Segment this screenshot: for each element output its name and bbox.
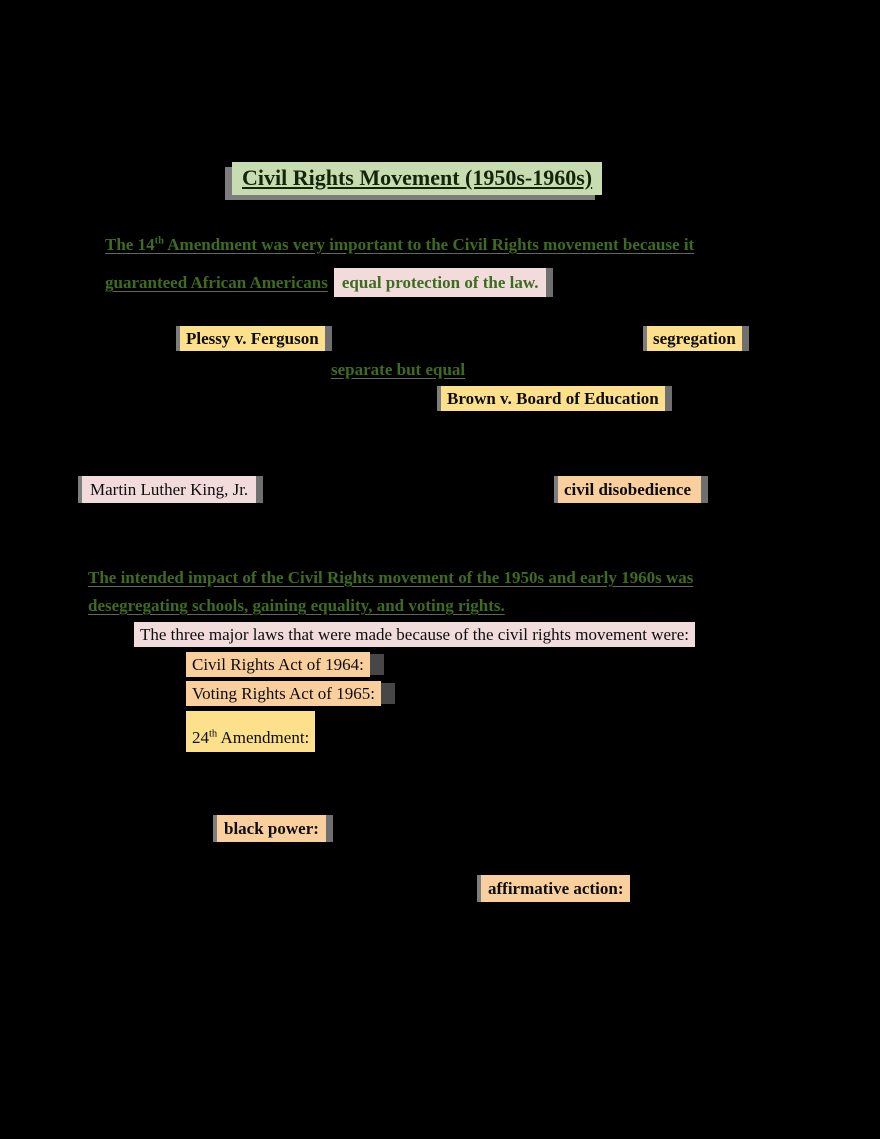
black-power-wrap: black power:	[217, 815, 326, 842]
segregation-highlight-wrap: segregation	[647, 326, 742, 351]
intro-line-2: guaranteed African Americans equal prote…	[105, 268, 547, 297]
black-power-highlight: black power:	[217, 815, 326, 842]
hidden-text-stub	[369, 654, 384, 675]
laws-intro-wrap: The three major laws that were made beca…	[134, 622, 695, 647]
amendment-24-highlight: 24th Amendment:	[186, 711, 316, 752]
brown-v-board-highlight: Brown v. Board of Education	[441, 386, 665, 411]
intro-line-1: The 14th Amendment was very important to…	[105, 234, 694, 255]
civil-rights-act-highlight: Civil Rights Act of 1964:	[186, 652, 370, 677]
civil-rights-act-row: Civil Rights Act of 1964:	[186, 652, 384, 677]
impact-line-2: desegregating schools, gaining equality,…	[88, 596, 505, 615]
title-row: Civil Rights Movement (1950s-1960s)	[232, 162, 603, 195]
civil-disobedience-wrap: civil disobedience	[558, 476, 702, 503]
amendment-24-superscript: th	[209, 728, 218, 740]
affirmative-action-highlight: affirmative action:	[481, 875, 631, 902]
affirmative-action-wrap: affirmative action:	[481, 875, 631, 902]
plessy-v-ferguson-highlight: Plessy v. Ferguson	[180, 326, 325, 351]
voting-rights-act-highlight: Voting Rights Act of 1965:	[186, 681, 381, 706]
mlk-highlight-wrap: Martin Luther King, Jr.	[82, 476, 257, 503]
impact-line-1: The intended impact of the Civil Rights …	[88, 568, 694, 587]
laws-intro-highlight: The three major laws that were made beca…	[134, 622, 695, 647]
equal-protection-highlight: equal protection of the law.	[333, 268, 547, 297]
intro-line-1-text: The 14	[105, 235, 155, 254]
amendment-24-wrap: 24th Amendment:	[186, 711, 316, 752]
civil-disobedience-highlight: civil disobedience	[558, 476, 702, 503]
intro-line-1-rest: Amendment was very important to the Civi…	[163, 235, 695, 254]
brown-highlight-wrap: Brown v. Board of Education	[441, 386, 665, 411]
hidden-text-stub	[380, 683, 395, 704]
segregation-highlight: segregation	[647, 326, 742, 351]
voting-rights-act-row: Voting Rights Act of 1965:	[186, 681, 395, 706]
page-title: Civil Rights Movement (1950s-1960s)	[232, 162, 603, 195]
separate-but-equal-text: separate but equal	[331, 360, 466, 379]
intro-line-2-green-text: guaranteed African Americans	[105, 273, 328, 292]
intro-line-1-superscript: th	[154, 235, 164, 247]
plessy-highlight-wrap: Plessy v. Ferguson	[180, 326, 325, 351]
amendment-24-label: Amendment:	[217, 728, 310, 747]
amendment-24-number: 24	[192, 728, 209, 747]
mlk-name-highlight: Martin Luther King, Jr.	[82, 476, 257, 503]
